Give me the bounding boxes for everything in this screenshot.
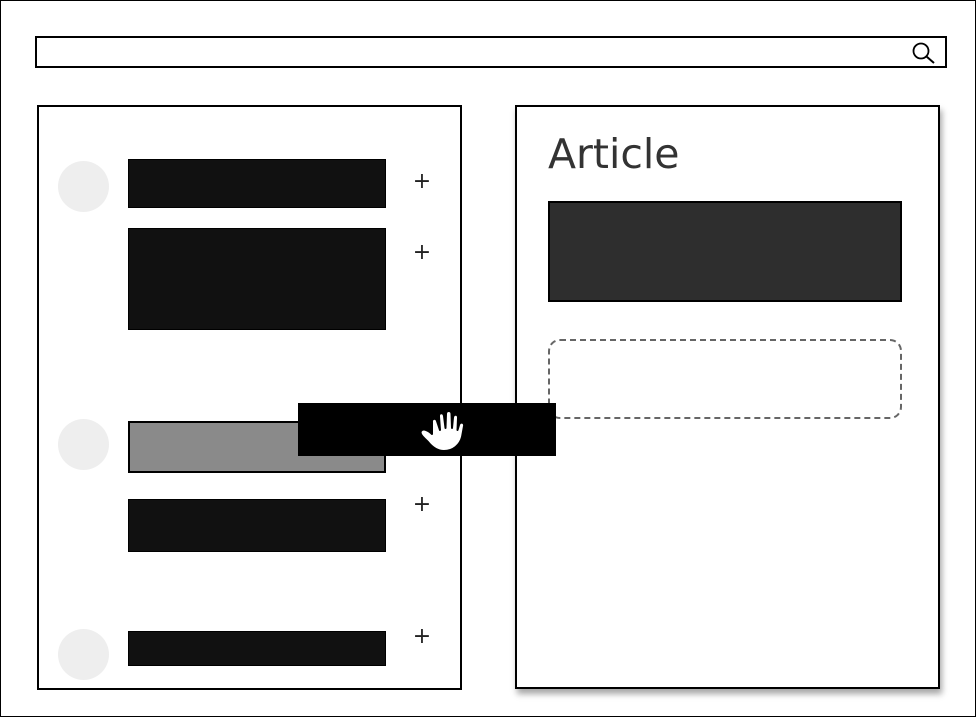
avatar bbox=[58, 419, 109, 470]
article-title: Article bbox=[548, 130, 680, 178]
add-button[interactable]: + bbox=[412, 492, 432, 517]
add-button[interactable]: + bbox=[412, 624, 432, 649]
add-button[interactable]: + bbox=[412, 240, 432, 265]
search-input[interactable] bbox=[35, 36, 947, 68]
list-item[interactable] bbox=[128, 228, 386, 330]
list-item[interactable] bbox=[128, 499, 386, 552]
list-item[interactable] bbox=[128, 159, 386, 208]
add-button[interactable]: + bbox=[412, 169, 432, 194]
list-item[interactable] bbox=[128, 631, 386, 666]
avatar bbox=[58, 161, 109, 212]
dragged-item[interactable] bbox=[298, 403, 556, 456]
article-content-block bbox=[548, 201, 902, 302]
grab-hand-icon bbox=[419, 410, 466, 452]
drop-zone[interactable] bbox=[548, 339, 902, 419]
avatar bbox=[58, 629, 109, 680]
search-icon[interactable] bbox=[911, 41, 937, 65]
